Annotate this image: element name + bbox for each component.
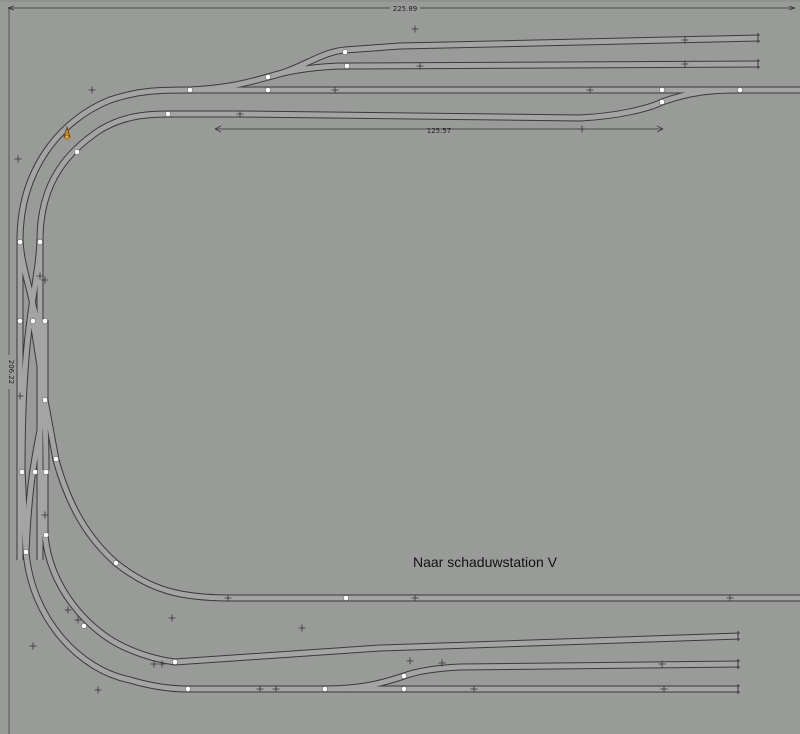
dimension-top-value: 225.89 bbox=[393, 5, 418, 13]
reference-cross bbox=[236, 110, 244, 118]
reference-cross bbox=[41, 276, 49, 284]
track-joint[interactable] bbox=[401, 686, 407, 692]
track-joint[interactable] bbox=[17, 239, 23, 245]
track-end-markers bbox=[737, 33, 759, 694]
reference-crosses bbox=[14, 25, 734, 694]
reference-cross bbox=[411, 25, 419, 33]
dimension-left: 206.22 bbox=[4, 8, 15, 734]
track-top-outer[interactable] bbox=[16, 86, 800, 560]
reference-cross bbox=[168, 614, 176, 622]
track-joint[interactable] bbox=[37, 239, 43, 245]
track-joint[interactable] bbox=[74, 149, 80, 155]
track-joint[interactable] bbox=[737, 87, 743, 93]
track-joint[interactable] bbox=[43, 469, 49, 475]
reference-cross bbox=[158, 660, 166, 668]
track-joint[interactable] bbox=[659, 87, 665, 93]
reference-cross bbox=[150, 660, 158, 668]
reference-cross bbox=[88, 86, 96, 94]
reference-cross bbox=[224, 594, 232, 602]
reference-cross bbox=[16, 392, 24, 400]
dimension-top: 225.89 bbox=[7, 3, 796, 13]
track-joint[interactable] bbox=[43, 532, 49, 538]
track-joint[interactable] bbox=[19, 469, 25, 475]
track-joint[interactable] bbox=[172, 659, 178, 665]
track-joint[interactable] bbox=[23, 549, 29, 555]
track-joint[interactable] bbox=[342, 49, 348, 55]
reference-cross bbox=[681, 36, 689, 44]
annotation-shadow-station: Naar schaduwstation V bbox=[413, 554, 558, 570]
track-joint[interactable] bbox=[81, 623, 87, 629]
track-joint[interactable] bbox=[53, 456, 59, 462]
reference-cross bbox=[416, 62, 424, 70]
track-joint[interactable] bbox=[322, 686, 328, 692]
reference-cross bbox=[470, 685, 478, 693]
reference-cross bbox=[64, 606, 72, 614]
train-marker-icon[interactable] bbox=[63, 125, 71, 140]
dimension-inner-value: 125.57 bbox=[427, 127, 452, 135]
track-joint[interactable] bbox=[17, 318, 23, 324]
dimension-left-value: 206.22 bbox=[7, 360, 15, 385]
reference-cross bbox=[658, 660, 666, 668]
track-joints bbox=[17, 49, 743, 692]
reference-cross bbox=[272, 685, 280, 693]
reference-cross bbox=[331, 86, 339, 94]
reference-cross bbox=[94, 686, 102, 694]
reference-cross bbox=[438, 659, 446, 667]
dimension-inner: 125.57 bbox=[214, 125, 664, 135]
reference-cross bbox=[74, 616, 82, 624]
track-joint[interactable] bbox=[344, 63, 350, 69]
reference-cross bbox=[660, 685, 668, 693]
track-bottom-middle[interactable] bbox=[41, 470, 741, 666]
track-joint[interactable] bbox=[113, 560, 119, 566]
track-joint[interactable] bbox=[343, 595, 349, 601]
track-joint[interactable] bbox=[265, 87, 271, 93]
track-joint[interactable] bbox=[165, 111, 171, 117]
reference-cross bbox=[41, 511, 49, 519]
reference-cross bbox=[256, 685, 264, 693]
track-joint[interactable] bbox=[659, 99, 665, 105]
track-joint[interactable] bbox=[187, 87, 193, 93]
reference-cross bbox=[411, 594, 419, 602]
reference-cross bbox=[586, 86, 594, 94]
reference-cross bbox=[29, 642, 37, 650]
track-joint[interactable] bbox=[401, 673, 407, 679]
reference-cross bbox=[578, 125, 586, 133]
reference-cross bbox=[726, 594, 734, 602]
track-joint[interactable] bbox=[265, 74, 271, 80]
track-joint[interactable] bbox=[30, 318, 36, 324]
track-top-inner[interactable] bbox=[36, 86, 741, 560]
track-joint[interactable] bbox=[185, 686, 191, 692]
reference-cross bbox=[36, 272, 44, 280]
track-joint[interactable] bbox=[42, 318, 48, 324]
track-bottom-outer[interactable] bbox=[18, 469, 740, 693]
reference-cross bbox=[406, 657, 414, 665]
track-joint[interactable] bbox=[32, 469, 38, 475]
reference-cross bbox=[681, 60, 689, 68]
reference-cross bbox=[298, 624, 306, 632]
reference-cross bbox=[14, 155, 22, 163]
track-joint[interactable] bbox=[42, 397, 48, 403]
